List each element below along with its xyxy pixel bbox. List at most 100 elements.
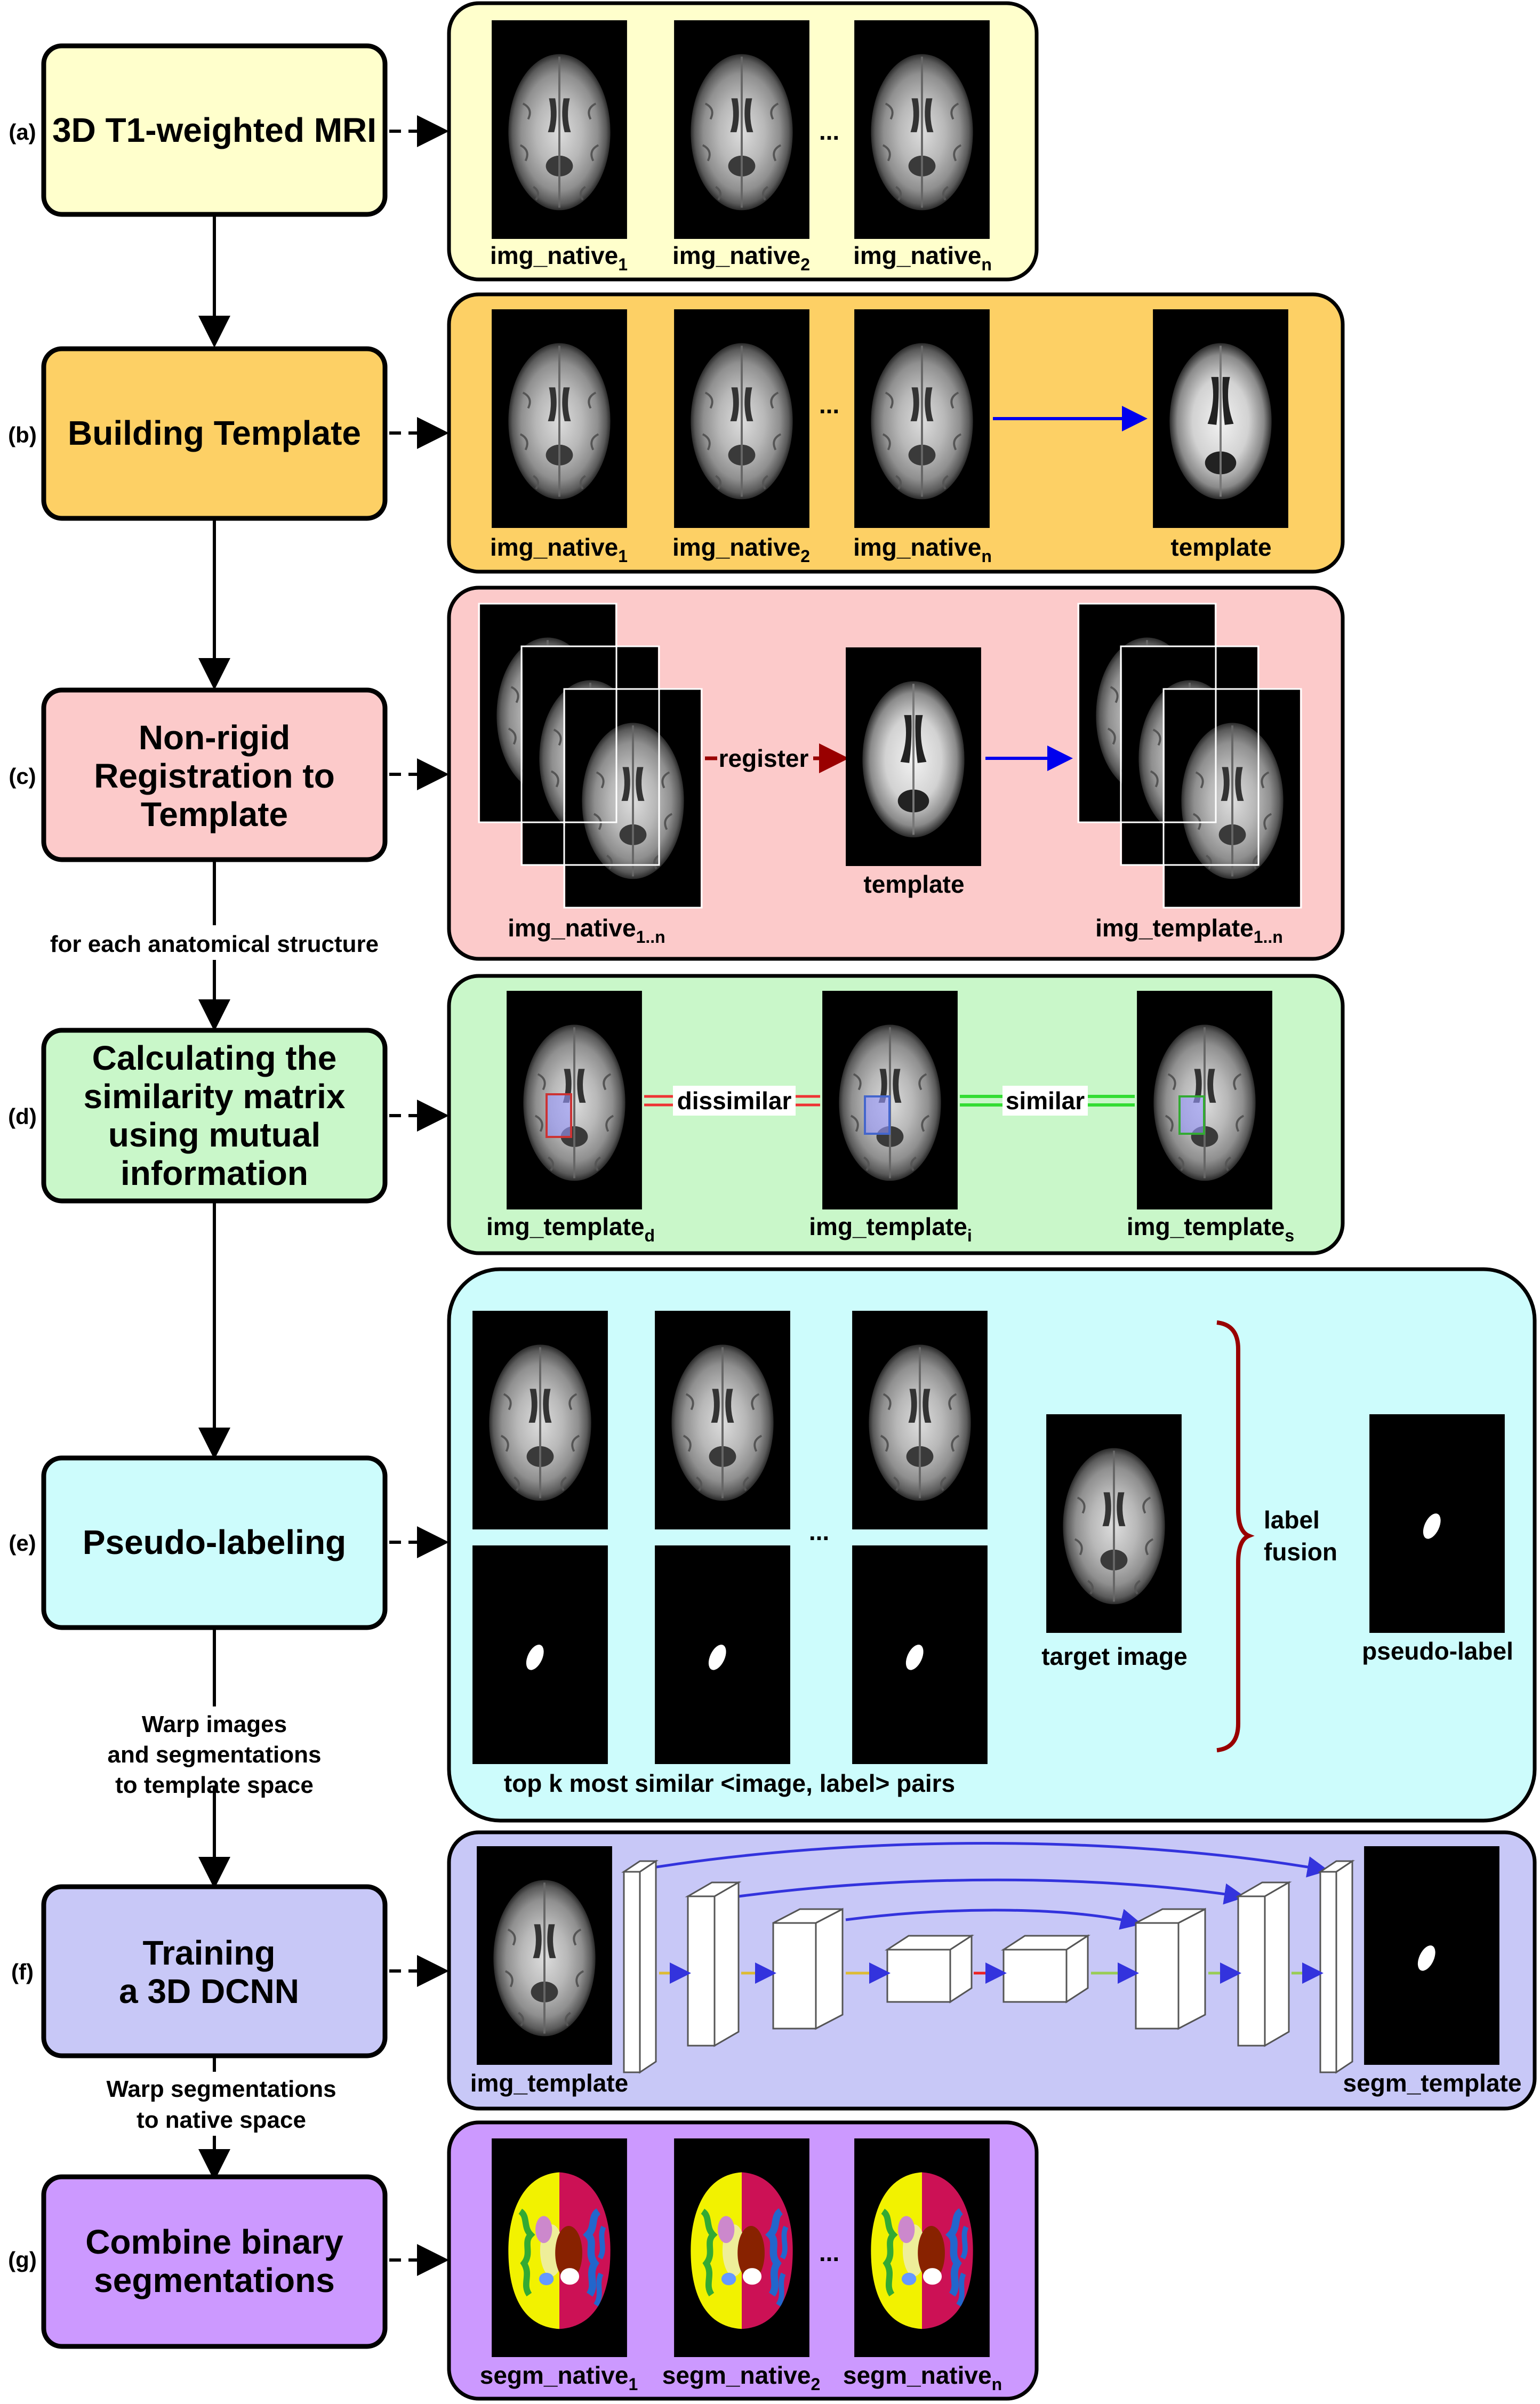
register-label: register [719,744,809,772]
panel-c-caption-template: template [863,870,964,898]
panel-c-caption-registered: img_template1..n [1095,914,1283,947]
panel-a: ... img_native1 img_native2 img_nativen [447,1,1039,282]
similar-image-k [851,1311,989,1529]
stage-b: (b) Building Template [8,346,449,521]
similar-label: similar [1006,1087,1085,1115]
stage-b-tag: (b) [8,422,37,447]
stage-g-box [41,2174,388,2349]
mri-image-2 [673,309,811,528]
stage-a-tag: (a) [9,119,36,145]
panel-a-caption-2: img_native2 [672,242,810,274]
stage-d-label-4: information [121,1154,308,1192]
panel-g: ... segm_native1 segm_native2 segm_nativ… [447,2120,1039,2401]
stage-column: for each anatomical structure Warp image… [8,43,449,2349]
stage-c-tag: (c) [9,764,36,789]
fusion-brace [1216,1320,1255,1752]
roi-box-s [1178,1095,1205,1135]
panel-b-caption-template: template [1170,533,1271,561]
stage-a-label: 3D T1-weighted MRI [52,111,376,149]
fusion-label-2: fusion [1264,1538,1337,1566]
stage-c-label-3: Template [141,795,288,834]
panel-e: ... top k most similar <image, label> pa… [447,1267,1537,1823]
stage-a-box [41,43,388,217]
segm-image-n [854,2138,990,2357]
fusion-label-1: label [1264,1506,1320,1534]
panel-b-ellipsis: ... [819,391,839,419]
stage-d-label-3: using mutual [108,1116,320,1154]
panel-e-caption-pseudo: pseudo-label [1362,1637,1513,1665]
roi-box-d [546,1093,572,1138]
mri-image-n [853,20,991,239]
connector-text-c-d: for each anatomical structure [50,931,379,957]
stage-e-tag: (e) [9,1530,36,1556]
roi-box-i [864,1095,891,1135]
stage-a: (a) 3D T1-weighted MRI [9,43,449,217]
mri-image-1 [491,309,628,528]
registered-stack-front [1164,689,1301,908]
stage-f: (f) Training a 3D DCNN [11,1884,449,2058]
panel-a-caption-n: img_nativen [853,242,992,274]
panel-a-caption-1: img_native1 [490,242,628,274]
segm-image-1 [492,2138,627,2357]
stage-e: (e) Pseudo-labeling [9,1455,449,1630]
network-blocks [621,1860,1355,2074]
pseudo-label-image [1369,1414,1505,1633]
stage-c-label-1: Non-rigid [139,718,290,757]
template-image-d [506,991,643,1209]
stage-d: (d) Calculating the similarity matrix us… [8,1028,449,1204]
panel-b-caption-1: img_native1 [490,533,628,566]
mri-image-1 [491,20,628,239]
panel-e-ellipsis: ... [809,1518,829,1545]
stage-c-box [41,687,388,862]
panel-d: dissimilar similar img_templated img_tem… [447,974,1345,1255]
output-segm-image [1364,1846,1499,2065]
panel-d-caption-d: img_templated [486,1213,655,1245]
mri-image-2 [673,20,811,239]
panel-a-ellipsis: ... [819,117,839,145]
similar-image-1 [471,1311,609,1529]
skip-connection-3 [845,1909,1142,1930]
stage-d-label-2: similarity matrix [84,1077,346,1116]
panel-c-caption-native: img_native1..n [508,914,665,947]
stage-c: (c) Non-rigid Registration to Template [9,687,449,862]
similar-label-bg [1002,1086,1088,1116]
panel-g-caption-2: segm_native2 [662,2361,821,2394]
panel-f-caption-output: segm_template [1343,2069,1522,2097]
connector-text-e-f-1: Warp images [142,1711,287,1737]
similar-image-2 [654,1311,791,1529]
panel-b: ... img_native1 img_native2 img_nativen … [447,292,1345,574]
similar-label-k [852,1545,988,1764]
stage-d-box [41,1028,388,1204]
stage-c-label-2: Registration to [94,757,335,795]
stage-e-box [41,1455,388,1630]
stage-f-label-2: a 3D DCNN [119,1972,299,2010]
stage-e-label: Pseudo-labeling [83,1523,346,1561]
stage-d-tag: (d) [8,1104,37,1129]
stage-f-label-1: Training [143,1934,276,1972]
stage-f-box [41,1884,388,2058]
similar-label-2 [655,1545,790,1764]
panel-f-caption-input: img_template [470,2069,629,2097]
stage-b-label: Building Template [68,414,361,452]
stage-d-label-1: Calculating the [92,1039,337,1077]
stage-b-box [41,346,388,521]
dissimilar-label-bg [673,1086,796,1116]
segm-image-2 [674,2138,809,2357]
panel-g-caption-n: segm_nativen [843,2361,1002,2394]
dissimilar-label: dissimilar [677,1087,792,1115]
input-template-image [476,1846,613,2065]
stage-g-label-2: segmentations [94,2261,335,2299]
connector-text-e-f-3: to template space [115,1772,314,1798]
skip-connection-2 [739,1878,1246,1905]
panel-e-caption-target: target image [1041,1642,1188,1670]
template-image [845,647,982,866]
skip-connection-1 [639,1842,1329,1878]
panel-f: img_template [447,1830,1537,2111]
stage-g-label-1: Combine binary [85,2223,343,2261]
template-image [1152,309,1289,528]
panel-d-caption-s: img_templates [1127,1213,1294,1245]
panel-g-caption-1: segm_native1 [480,2361,638,2394]
connector-text-f-g-2: to native space [137,2107,306,2133]
stage-g: (g) Combine binary segmentations [8,2174,449,2349]
